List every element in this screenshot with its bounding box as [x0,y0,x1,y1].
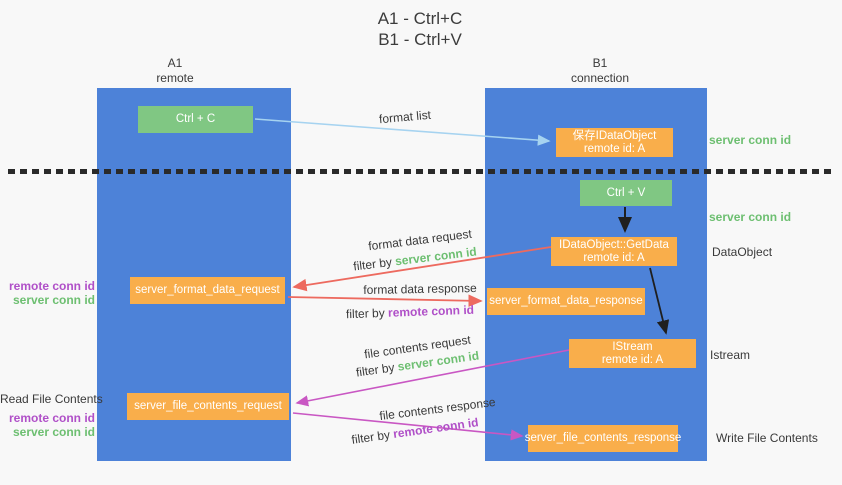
dataobject-label: DataObject [712,245,773,259]
filter-by-remote-conn-id-label-1: filter by remote conn id [335,302,485,321]
column-b1-name: B1 [592,56,608,70]
column-b1-subtitle: connection [570,71,630,85]
column-header-a1: A1 remote [115,56,235,86]
filter-by-text: filter by [345,305,389,322]
ctrl-c-box: Ctrl + C [138,106,253,133]
filter-by-text: filter by [355,359,399,380]
server-conn-id-label-left-bottom: server conn id [12,425,95,439]
server-file-contents-request-box: server_file_contents_request [127,393,289,420]
istream-line2: remote id: A [601,353,664,366]
ctrl-v-box: Ctrl + V [580,180,672,206]
save-idataobject-line2: remote id: A [583,142,646,155]
page-title: A1 - Ctrl+C B1 - Ctrl+V [300,8,540,50]
ctrl-c-label: Ctrl + C [175,113,216,125]
getdata-box: IDataObject::GetData remote id: A [551,237,677,266]
write-file-contents-label: Write File Contents [716,431,818,445]
remote-conn-id-text: remote conn id [387,302,475,320]
server-format-data-request-label: server_format_data_request [135,284,280,296]
server-file-contents-response-box: server_file_contents_response [525,425,681,452]
save-idataobject-line1: 保存IDataObject [572,129,657,142]
title-line-2: B1 - Ctrl+V [378,30,462,49]
server-format-data-request-box: server_format_data_request [130,277,285,304]
ctrl-v-label: Ctrl + V [606,186,646,199]
istream-box: IStream remote id: A [569,339,696,368]
server-conn-id-label-right-top: server conn id [709,133,792,147]
column-a1-subtitle: remote [156,71,194,85]
server-file-contents-request-label: server_file_contents_request [134,400,282,412]
column-header-b1: B1 connection [540,56,660,86]
getdata-line2: remote id: A [583,251,645,264]
istream-line1: IStream [612,340,653,353]
dotted-separator-line [8,169,836,174]
title-line-1: A1 - Ctrl+C [377,9,463,28]
server-format-data-response-label: server_format_data_response [489,295,643,307]
remote-conn-id-label-left-top: remote conn id [8,279,95,293]
filter-by-text: filter by [352,254,396,274]
format-data-response-label: format data response [363,281,477,297]
format-data-response-arrow [287,294,483,308]
remote-conn-id-label-left-bottom: remote conn id [8,411,95,425]
server-file-contents-response-label: server_file_contents_response [524,432,682,444]
server-format-data-response-box: server_format_data_response [487,288,645,315]
save-idataobject-box: 保存IDataObject remote id: A [556,128,673,157]
server-conn-id-label-right-mid: server conn id [709,210,792,224]
read-file-contents-label: Read File Contents [0,392,103,406]
server-conn-id-label-left-top: server conn id [12,293,95,307]
getdata-line1: IDataObject::GetData [559,238,669,251]
column-a1-name: A1 [167,56,183,70]
format-list-label: format list [378,107,432,127]
istream-label: Istream [710,348,751,362]
filter-by-remote-conn-id-label-2: filter by remote conn id [340,414,490,449]
filter-by-text: filter by [350,427,395,447]
